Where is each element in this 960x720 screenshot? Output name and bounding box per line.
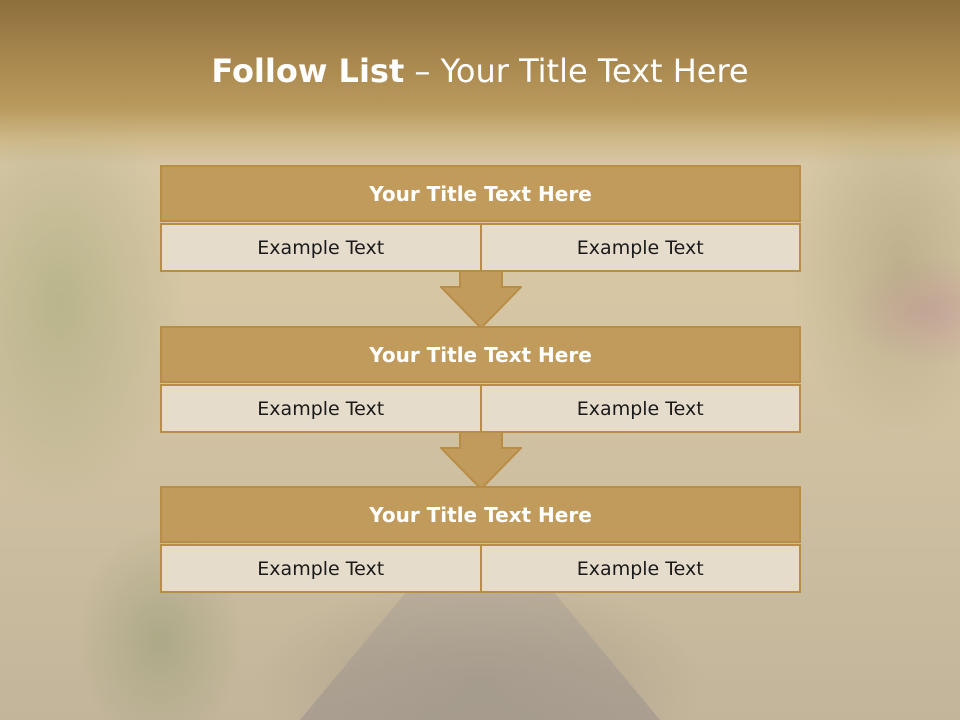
page-title-bold: Follow List — [211, 52, 405, 90]
group-cell-right: Example Text — [481, 384, 801, 433]
group-title: Your Title Text Here — [160, 326, 801, 383]
group-cell-left: Example Text — [160, 223, 482, 272]
header-band — [0, 0, 960, 165]
list-group-3: Your Title Text Here Example Text Exampl… — [160, 486, 801, 593]
down-arrow-icon — [440, 432, 522, 490]
list-group-1: Your Title Text Here Example Text Exampl… — [160, 165, 801, 272]
page-title: Follow List – Your Title Text Here — [0, 52, 960, 90]
group-cell-right: Example Text — [481, 223, 801, 272]
page-title-rest: – Your Title Text Here — [414, 52, 749, 90]
group-row: Example Text Example Text — [160, 223, 801, 272]
group-title: Your Title Text Here — [160, 486, 801, 543]
group-row: Example Text Example Text — [160, 544, 801, 593]
group-title: Your Title Text Here — [160, 165, 801, 222]
group-cell-right: Example Text — [481, 544, 801, 593]
group-row: Example Text Example Text — [160, 384, 801, 433]
list-group-2: Your Title Text Here Example Text Exampl… — [160, 326, 801, 433]
group-cell-left: Example Text — [160, 384, 482, 433]
down-arrow-icon — [440, 271, 522, 329]
group-cell-left: Example Text — [160, 544, 482, 593]
